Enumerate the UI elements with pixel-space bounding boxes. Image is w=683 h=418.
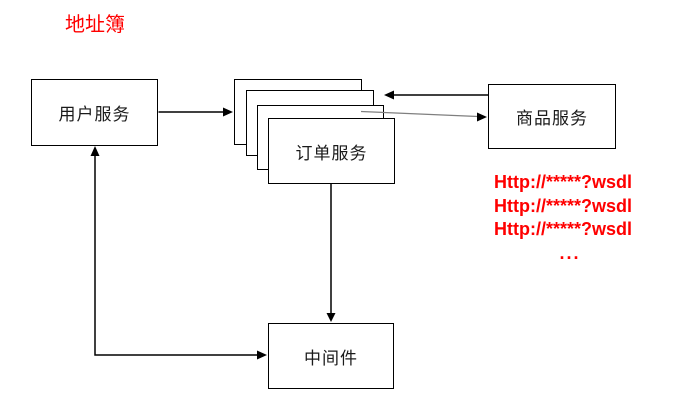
node-middleware-label: 中间件 bbox=[304, 348, 358, 368]
edge-orders-to-middleware bbox=[326, 184, 336, 322]
node-user-service-label: 用户服务 bbox=[58, 105, 131, 124]
wsdl-url-line: Http://*****?wsdl bbox=[494, 195, 633, 216]
node-order-service: 订单服务 bbox=[268, 118, 395, 184]
node-product-service: 商品服务 bbox=[488, 84, 616, 149]
node-order-service-label: 订单服务 bbox=[295, 143, 368, 163]
edge-product-to-orders bbox=[384, 90, 488, 100]
node-user-service: 用户服务 bbox=[31, 79, 158, 146]
wsdl-url-line: Http://*****?wsdl bbox=[494, 172, 633, 192]
diagram-title: 地址簿 bbox=[65, 14, 125, 36]
wsdl-url-line: Http://*****?wsdl bbox=[494, 219, 633, 239]
edge-user-to-orders bbox=[158, 107, 233, 117]
node-middleware: 中间件 bbox=[268, 323, 394, 389]
wsdl-annotation-block: Http://*****?wsdl Http://*****?wsdl Http… bbox=[494, 171, 646, 265]
node-product-service-label: 商品服务 bbox=[516, 109, 588, 128]
wsdl-ellipsis: ... bbox=[559, 242, 581, 263]
edge-user-middleware-elbow bbox=[90, 146, 267, 360]
